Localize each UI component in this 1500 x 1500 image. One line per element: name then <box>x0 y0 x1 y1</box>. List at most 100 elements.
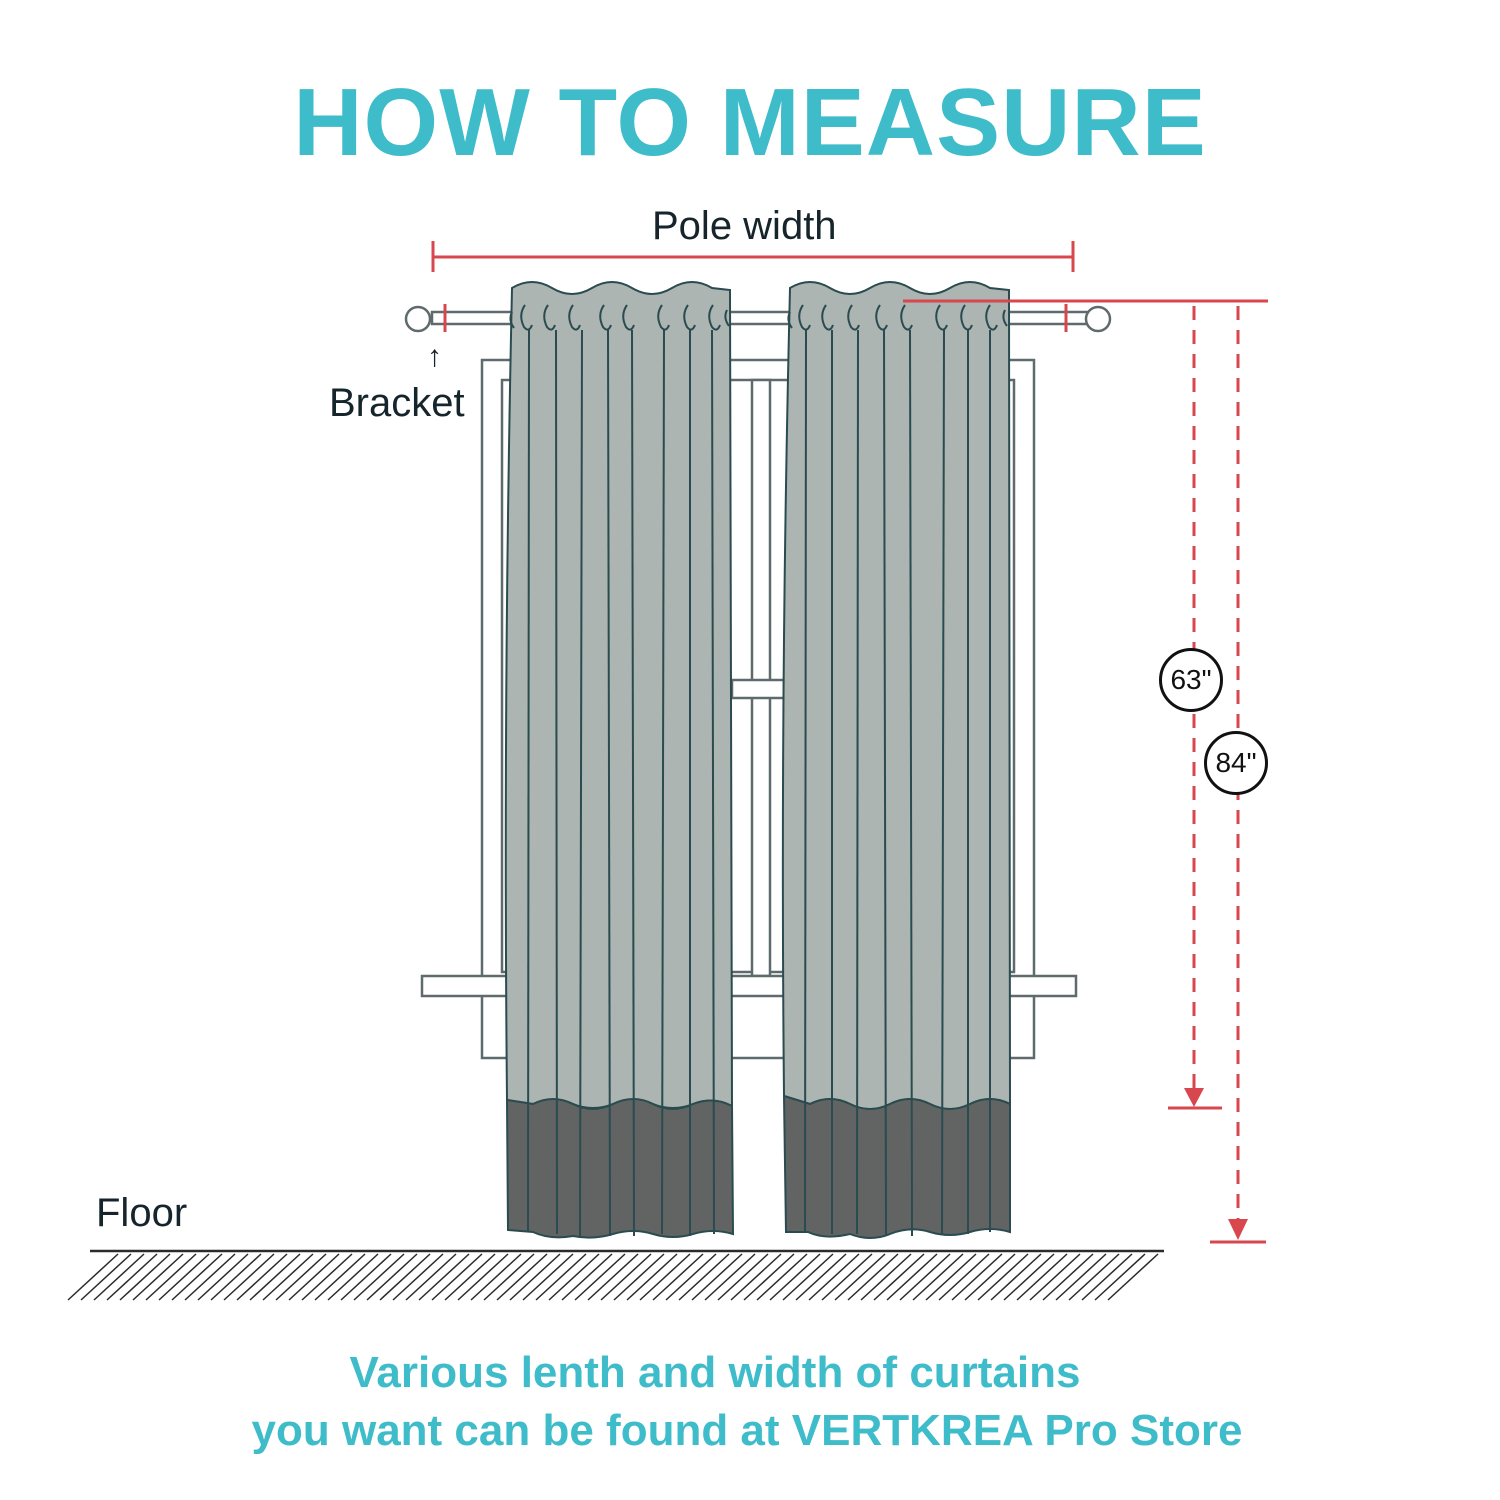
floor-hatch-line <box>236 1253 288 1301</box>
pole-width-label: Pole width <box>652 204 837 248</box>
floor-hatch-line <box>964 1253 1016 1301</box>
floor-hatch-line <box>1094 1253 1146 1301</box>
floor-hatch-line <box>106 1253 158 1301</box>
floor-hatch-line <box>119 1253 171 1301</box>
floor-hatch-line <box>795 1253 847 1301</box>
curtain-panel-left <box>504 281 735 1239</box>
floor-hatch-line <box>561 1253 613 1301</box>
floor-hatch-line <box>535 1253 587 1301</box>
floor-hatch-line <box>990 1253 1042 1301</box>
floor-hatch-line <box>886 1253 938 1301</box>
floor-hatch-line <box>171 1253 223 1301</box>
floor-hatch-line <box>756 1253 808 1301</box>
footer-line-2-prefix: you want can be found at <box>251 1406 780 1455</box>
length-arrowheads <box>1184 1088 1248 1240</box>
floor-hatch-line <box>522 1253 574 1301</box>
curtain-left-light <box>504 281 734 1109</box>
rod-finial-left <box>404 305 432 333</box>
floor-hatch-line <box>782 1253 834 1301</box>
floor-hatch-line <box>67 1253 119 1301</box>
floor-hatch-line <box>691 1253 743 1301</box>
floor-hatch-line <box>353 1253 405 1301</box>
floor-hatch-line <box>262 1253 314 1301</box>
floor-hatch-line <box>717 1253 769 1301</box>
floor-hatch-line <box>145 1253 197 1301</box>
floor-hatch-line <box>93 1253 145 1301</box>
length-badge-84: 84" <box>1204 731 1268 795</box>
floor-hatch-line <box>457 1253 509 1301</box>
rod-finial-right <box>1084 305 1112 333</box>
floor-hatch-line <box>249 1253 301 1301</box>
floor-hatch-line <box>444 1253 496 1301</box>
arrow-up-icon: ↑ <box>427 340 442 373</box>
floor-hatch-line <box>587 1253 639 1301</box>
floor-hatch-line <box>678 1253 730 1301</box>
floor-hatch-line <box>340 1253 392 1301</box>
footer-line-2-suffix: Pro Store <box>1044 1406 1243 1455</box>
floor-hatch-line <box>1107 1253 1159 1301</box>
floor-hatch-line <box>392 1253 444 1301</box>
floor-hatch-line <box>314 1253 366 1301</box>
floor-hatch-line <box>652 1253 704 1301</box>
curtain-panel-right <box>781 281 1012 1239</box>
pole-width-measure <box>431 241 1075 272</box>
floor-hatch-line <box>847 1253 899 1301</box>
floor-hatch-line <box>483 1253 535 1301</box>
arrowhead-63 <box>1184 1088 1204 1107</box>
floor-label: Floor <box>96 1191 188 1235</box>
page-title: HOW TO MEASURE <box>293 69 1207 176</box>
curtain-right-light <box>781 281 1012 1110</box>
floor-hatch-line <box>1016 1253 1068 1301</box>
floor-hatch-line <box>496 1253 548 1301</box>
floor-hatch-line <box>899 1253 951 1301</box>
floor-hatch-line <box>1081 1253 1133 1301</box>
floor-hatch-line <box>977 1253 1029 1301</box>
curtain-left-dark <box>505 1098 735 1239</box>
floor-hatch-line <box>210 1253 262 1301</box>
floor-hatch-line <box>574 1253 626 1301</box>
floor-hatch-line <box>366 1253 418 1301</box>
footer-line-1: Various lenth and width of curtains <box>349 1348 1081 1397</box>
floor-hatch-line <box>873 1253 925 1301</box>
floor-hatch-line <box>821 1253 873 1301</box>
floor-hatch-line <box>834 1253 886 1301</box>
floor-hatch-line <box>769 1253 821 1301</box>
floor-hatch-line <box>470 1253 522 1301</box>
floor-hatch-line <box>509 1253 561 1301</box>
floor-hatch-line <box>730 1253 782 1301</box>
floor-hatch-line <box>223 1253 275 1301</box>
floor-hatch-line <box>600 1253 652 1301</box>
floor-hatch-line <box>938 1253 990 1301</box>
floor-hatch-line <box>275 1253 327 1301</box>
floor-hatch-line <box>951 1253 1003 1301</box>
store-name: VERTKREA <box>791 1406 1033 1455</box>
floor <box>67 1249 1164 1301</box>
length-badge-63: 63" <box>1159 648 1223 712</box>
floor-hatch-line <box>431 1253 483 1301</box>
floor-hatch-line <box>1042 1253 1094 1301</box>
floor-hatch-line <box>548 1253 600 1301</box>
floor-hatch-line <box>80 1253 132 1301</box>
floor-hatch-line <box>808 1253 860 1301</box>
floor-hatch-line <box>704 1253 756 1301</box>
floor-hatch-line <box>288 1253 340 1301</box>
floor-hatch-line <box>301 1253 353 1301</box>
floor-hatch-line <box>327 1253 379 1301</box>
arrowhead-84 <box>1228 1219 1248 1240</box>
curtain-right-dark <box>782 1094 1011 1239</box>
floor-hatch-line <box>860 1253 912 1301</box>
floor-hatch-line <box>665 1253 717 1301</box>
floor-hatch-line <box>1068 1253 1120 1301</box>
floor-hatch-line <box>912 1253 964 1301</box>
floor-hatch-line <box>184 1253 236 1301</box>
floor-hatch-line <box>626 1253 678 1301</box>
floor-hatch-line <box>1029 1253 1081 1301</box>
footer-line-2: you want can be found at VERTKREA Pro St… <box>0 1404 1497 1458</box>
floor-hatch-line <box>743 1253 795 1301</box>
floor-hatch-line <box>418 1253 470 1301</box>
floor-hatch-line <box>379 1253 431 1301</box>
floor-hatch-line <box>1055 1253 1107 1301</box>
bracket-label: Bracket <box>329 381 465 425</box>
floor-hatch-line <box>613 1253 665 1301</box>
floor-hatch-line <box>197 1253 249 1301</box>
